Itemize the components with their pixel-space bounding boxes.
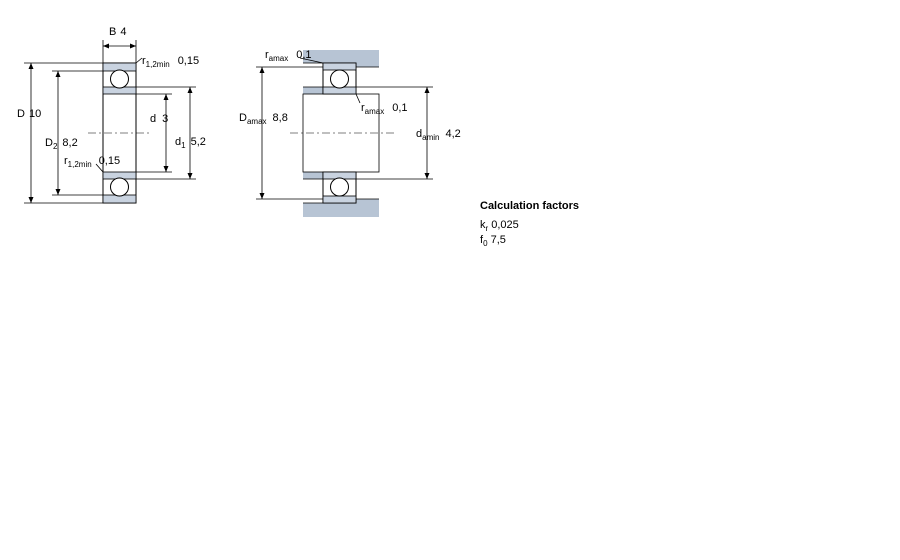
housing-bottom-shoulder [356, 199, 379, 217]
label-Da: D [239, 112, 247, 124]
calculation-factors-title: Calculation factors [480, 200, 580, 212]
svg-text:D28,2: D2 8,2 [45, 137, 78, 151]
label-Da-sub: amax [247, 117, 267, 126]
label-D: D [17, 108, 25, 120]
f0-sub: 0 [483, 239, 488, 248]
label-ra-mid: r [361, 102, 365, 114]
label-r-bottom-sub: 1,2min [68, 160, 92, 169]
value-ra-top: 0,1 [296, 49, 311, 61]
value-ra-mid: 0,1 [392, 102, 407, 114]
kr-value: 0,025 [491, 219, 519, 231]
value-r-bottom: 0,15 [99, 155, 120, 167]
value-Da: 8,8 [273, 112, 288, 124]
value-da: 4,2 [445, 128, 460, 140]
value-d1: 5,2 [191, 136, 206, 148]
label-ra-mid-sub: amax [365, 107, 385, 116]
svg-text:d3: d3 [150, 113, 168, 125]
label-da: d [416, 128, 422, 140]
value-B: 4 [120, 26, 126, 38]
mount-bottom-outer-ring [322, 195, 357, 204]
label-r-bottom: r [64, 155, 68, 167]
label-d: d [150, 113, 156, 125]
label-ra-top-sub: amax [269, 54, 289, 63]
shaft-bottom [303, 172, 323, 179]
bottom-ball [110, 177, 129, 197]
svg-text:B4: B4 [109, 26, 126, 38]
value-D2: 8,2 [62, 137, 77, 149]
label-B: B [109, 26, 116, 38]
label-r-top: r [142, 55, 146, 67]
label-d1: d [175, 136, 181, 148]
svg-text:d15,2: d1 5,2 [175, 136, 206, 150]
label-ra-top: r [265, 49, 269, 61]
f0-row: f0 7,5 [480, 233, 579, 248]
kr-sub: r [485, 224, 489, 233]
kr-row: kr 0,025 [480, 218, 579, 233]
value-d: 3 [162, 113, 168, 125]
f0-value: 7,5 [490, 234, 506, 246]
label-D2: D [45, 137, 53, 149]
label-d1-sub: 1 [181, 141, 186, 150]
svg-text:D10: D 10 [17, 108, 41, 120]
value-D: 10 [29, 108, 41, 120]
calculation-factors: Calculation factors kr 0,025 f0 7,5 [480, 200, 579, 248]
housing-top-shoulder [356, 50, 379, 67]
mount-top-outer-ring [322, 62, 357, 71]
mount-top-ball [330, 69, 349, 89]
label-D2-sub: 2 [53, 142, 58, 151]
f0-symbol: f [480, 234, 484, 246]
top-ball [110, 69, 129, 89]
mount-bottom-ball [330, 177, 349, 197]
shaft-top [303, 87, 323, 94]
label-r-top-sub: 1,2min [146, 60, 170, 69]
value-r-top: 0,15 [178, 55, 199, 67]
kr-symbol: k [480, 219, 486, 231]
label-da-sub: amin [422, 133, 439, 142]
